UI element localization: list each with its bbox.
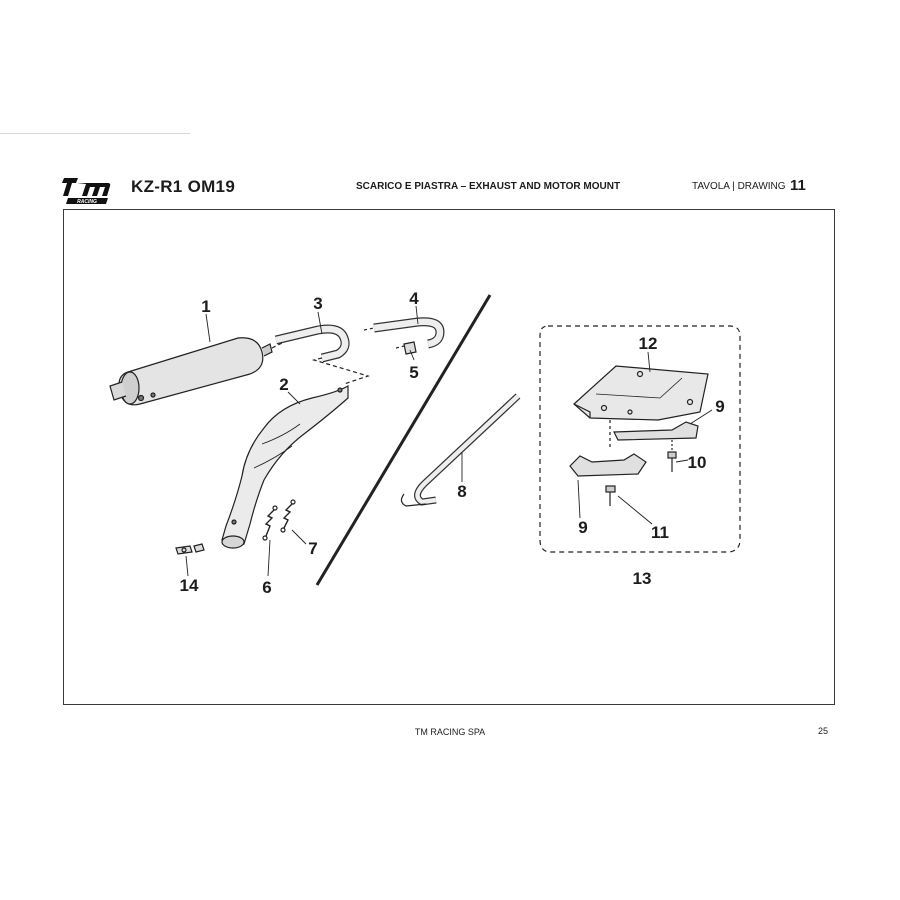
model-name: KZ-R1 OM19 [131, 177, 236, 196]
callout-5: 5 [409, 363, 418, 382]
expansion-chamber-part [221, 384, 349, 549]
callout-12: 12 [639, 334, 658, 353]
callout-11: 11 [651, 523, 669, 542]
exhaust-spring-part [262, 499, 296, 541]
callout-9-upper: 9 [715, 397, 724, 416]
drawing-label: TAVOLA | DRAWING [692, 181, 786, 192]
clamp-part-lower [569, 453, 647, 477]
callout-9-lower: 9 [578, 518, 587, 537]
silencer-part [109, 337, 283, 406]
page-header: RACING KZ-R1 OM19 SCARICO E PIASTRA – EX… [60, 172, 838, 205]
callout-1: 1 [201, 297, 210, 316]
callout-8: 8 [457, 482, 466, 501]
callout-10: 10 [688, 453, 707, 472]
bolt-part-lower [605, 485, 616, 506]
callout-leader-lines [185, 305, 713, 577]
bolt-part-upper [667, 440, 677, 472]
assembly-group-box [539, 325, 741, 553]
scan-artifact-line [0, 133, 190, 134]
callout-13: 13 [633, 569, 652, 588]
footer-company: TM RACING SPA [414, 727, 486, 737]
section-divider-line [315, 294, 492, 586]
drawing-title: SCARICO E PIASTRA – EXHAUST AND MOTOR MO… [356, 181, 621, 192]
drawing-frame [63, 209, 835, 705]
rubber-tube-part [363, 317, 445, 355]
callout-3: 3 [313, 294, 322, 313]
svg-text:RACING: RACING [77, 199, 97, 205]
drawing-number: 11 [790, 177, 806, 194]
motor-mount-plate-part [573, 365, 709, 421]
callout-2: 2 [279, 375, 288, 394]
callout-6: 6 [262, 578, 271, 597]
exhaust-bent-tube [274, 324, 370, 385]
support-rod-part [400, 393, 521, 507]
small-clip-part [175, 543, 205, 555]
tm-racing-logo: RACING [62, 178, 111, 205]
page-number: 25 [818, 726, 829, 736]
clamp-part-upper [609, 420, 699, 448]
callout-14: 14 [180, 576, 199, 595]
callout-7: 7 [308, 539, 317, 558]
callout-4: 4 [409, 289, 419, 308]
